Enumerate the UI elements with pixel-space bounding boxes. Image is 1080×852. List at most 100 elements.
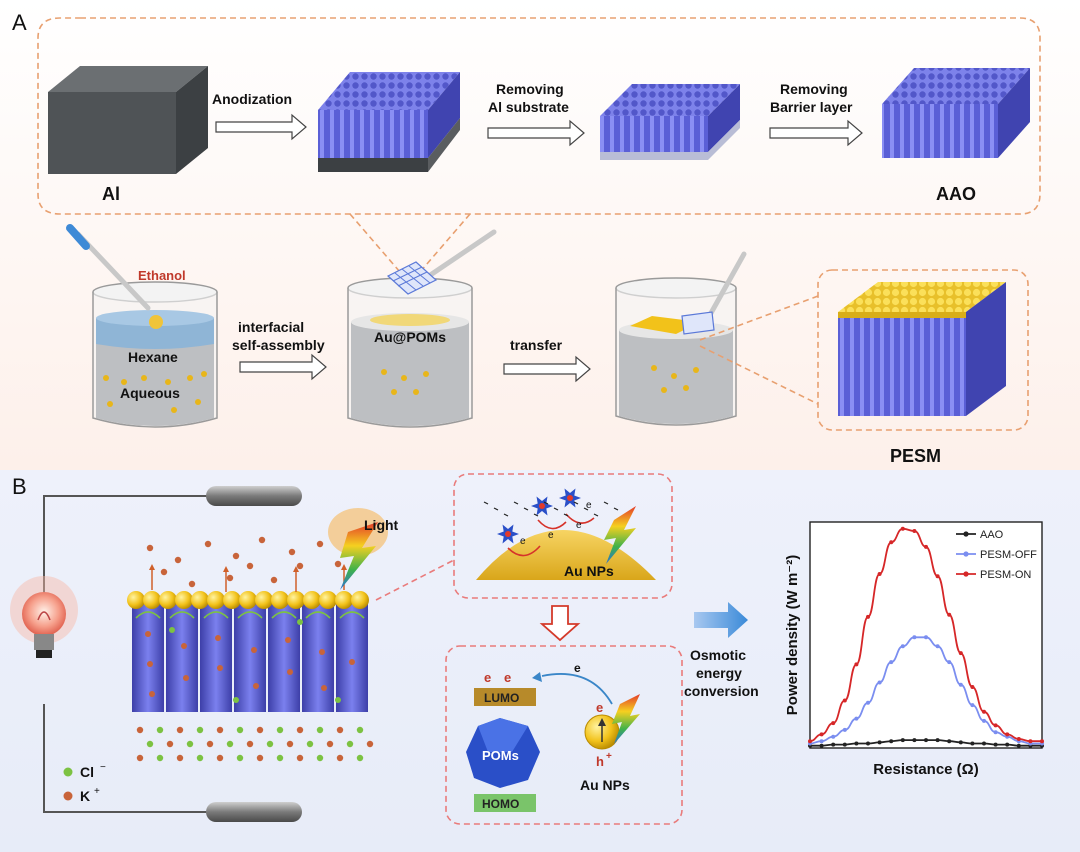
- charge-dash: [483, 501, 489, 505]
- ethanol-label: Ethanol: [138, 268, 186, 283]
- k-ion: [285, 637, 291, 643]
- chloride-flow-arrow: [305, 611, 331, 619]
- pesm-label: PESM: [890, 446, 941, 466]
- data-point-pesm-off: [912, 635, 917, 640]
- panel-a-letter: A: [12, 10, 27, 35]
- cl-ion: [226, 740, 234, 748]
- k-ion: [215, 635, 221, 641]
- cl-ion: [356, 726, 364, 734]
- beaker2-particles: [381, 369, 429, 395]
- data-point-pesm-on: [947, 612, 952, 617]
- k-ion-flow-arrowhead: [293, 566, 299, 572]
- fabrication-bracket: [37, 17, 1041, 215]
- au-np-zoom-box: [453, 473, 673, 599]
- removing-barrier-label-2: Barrier layer: [770, 99, 853, 115]
- anodization-arrow: [215, 113, 307, 141]
- osmotic-label-3: conversion: [684, 683, 759, 699]
- k-ion: [288, 548, 296, 556]
- membrane-channel: [200, 604, 232, 712]
- au-nanoparticle: [319, 591, 337, 609]
- electron-label: e: [576, 520, 582, 531]
- cl-ion: [335, 697, 341, 703]
- data-point-aao: [819, 743, 824, 748]
- al-block: [48, 66, 208, 174]
- data-point-pesm-off: [854, 716, 859, 721]
- au-nanoparticle: [303, 591, 321, 609]
- chart-plot-area: [809, 521, 1043, 749]
- k-ion: [256, 726, 264, 734]
- data-point-aao: [924, 738, 928, 743]
- pom-core: [539, 503, 545, 509]
- au-nanoparticle: [255, 591, 273, 609]
- cl-ion: [356, 754, 364, 762]
- data-point-pesm-off: [958, 682, 963, 687]
- data-point-aao: [993, 742, 998, 747]
- chart-x-axis-label: Resistance (Ω): [873, 761, 978, 778]
- cl-ion: [266, 740, 274, 748]
- data-point-pesm-on: [900, 526, 905, 531]
- membrane-channel: [302, 604, 334, 712]
- au-nanoparticle: [287, 591, 305, 609]
- au-nps-mechanism-label: Au NPs: [580, 777, 630, 793]
- data-point-pesm-off: [819, 739, 824, 744]
- data-point-aao: [877, 740, 882, 745]
- down-arrow: [539, 605, 581, 642]
- membrane-channel: [166, 604, 198, 712]
- au-nanoparticle: [335, 591, 353, 609]
- electron-path: [507, 545, 541, 557]
- data-point-pesm-off: [924, 635, 928, 640]
- k-ion: [206, 740, 214, 748]
- aao-with-barrier: [600, 84, 740, 160]
- membrane-channel: [268, 604, 300, 712]
- charge-dash: [523, 507, 529, 511]
- chloride-flow-arrow: [237, 611, 263, 619]
- self-assembly-arrow: [239, 353, 327, 381]
- k-ion: [316, 540, 324, 548]
- removing-barrier-arrow: [769, 119, 863, 147]
- cl-ion: [233, 697, 239, 703]
- charge-dash: [563, 513, 569, 517]
- removing-al-arrow: [487, 119, 585, 147]
- charge-dash: [533, 513, 539, 517]
- transfer-holder: [681, 251, 747, 335]
- au-nanoparticle: [175, 591, 193, 609]
- data-point-pesm-on: [935, 574, 940, 579]
- au-nanoparticle: [191, 591, 209, 609]
- cl-ion: [276, 726, 284, 734]
- data-point-pesm-off: [935, 644, 940, 649]
- data-point-aao: [1005, 742, 1010, 747]
- k-ion: [246, 740, 254, 748]
- k-ion: [217, 665, 223, 671]
- pipette: [66, 224, 163, 329]
- chloride-flow-arrow: [203, 611, 229, 619]
- data-point-pesm-on: [819, 732, 824, 737]
- k-ion: [147, 661, 153, 667]
- data-point-aao: [831, 742, 836, 747]
- chloride-flow-arrow: [135, 611, 161, 619]
- aqueous-label: Aqueous: [120, 385, 180, 401]
- homo-label: HOMO: [482, 797, 519, 811]
- al-label: Al: [102, 184, 120, 204]
- cl-ion: [236, 726, 244, 734]
- k-ion-superscript: +: [94, 786, 100, 797]
- light-label: Light: [364, 517, 399, 533]
- k-ion: [258, 536, 266, 544]
- cl-ion: [196, 726, 204, 734]
- electron-path: [565, 513, 595, 524]
- au-nps-dome-label: Au NPs: [564, 563, 614, 579]
- k-ion: [149, 691, 155, 697]
- removing-al-label-1: Removing: [496, 81, 564, 97]
- transfer-curve-arrow: [541, 673, 613, 705]
- cl-ion: [316, 754, 324, 762]
- circuit-wire: [43, 495, 210, 813]
- hole-superscript: +: [606, 751, 612, 762]
- charge-dash: [503, 513, 509, 517]
- au-nanoparticle: [351, 591, 369, 609]
- au-nanoparticle: [223, 591, 241, 609]
- k-ion-legend-dot: [63, 791, 73, 801]
- electron-path: [537, 519, 567, 530]
- beaker3-particles: [651, 365, 699, 393]
- legend-label-pesm-on: PESM-ON: [980, 569, 1031, 581]
- membrane-channel: [234, 604, 266, 712]
- k-ion-flow-arrowhead: [341, 564, 347, 570]
